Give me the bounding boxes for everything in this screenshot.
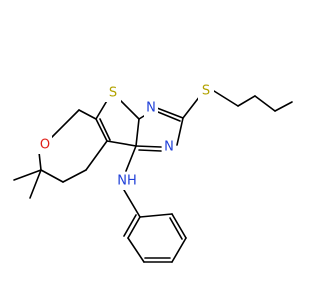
bond-layer (13, 90, 293, 263)
bond (40, 169, 64, 183)
pyrimidine-n1-label: N (146, 101, 156, 116)
bond (169, 217, 183, 240)
bond (125, 145, 137, 172)
bond (127, 216, 141, 239)
bond (156, 107, 184, 119)
bond (176, 117, 184, 146)
bond (182, 95, 201, 119)
bond (117, 97, 140, 120)
bond (171, 237, 187, 263)
bond (157, 111, 181, 122)
bond (171, 213, 187, 239)
bond (123, 214, 137, 237)
bond (138, 149, 162, 152)
bond (135, 118, 140, 147)
thioether-sulfur-label: S (202, 84, 210, 99)
bond (274, 101, 293, 112)
bond (254, 95, 276, 112)
bond (95, 98, 109, 120)
bond (85, 140, 108, 171)
bond (50, 109, 80, 139)
bond (99, 118, 111, 141)
atom-labels: S S N N O NH (38, 82, 214, 190)
pyrimidine-n3-label: N (164, 140, 174, 155)
bond (95, 118, 108, 142)
bond (213, 90, 239, 107)
bond (78, 109, 97, 120)
thiophene-sulfur-label: S (109, 86, 117, 101)
molecule-structure: S S N N O NH (13, 82, 293, 263)
bond (13, 169, 42, 181)
bond (62, 169, 87, 183)
bond (106, 140, 137, 147)
pyran-oxygen-label: O (40, 138, 50, 153)
bond (237, 95, 256, 107)
bond (127, 237, 145, 263)
bond (29, 169, 42, 199)
amine-nh-label: NH (117, 174, 137, 189)
bond (38, 151, 42, 171)
bond (139, 213, 173, 218)
bond (123, 189, 141, 218)
bond (135, 145, 162, 148)
